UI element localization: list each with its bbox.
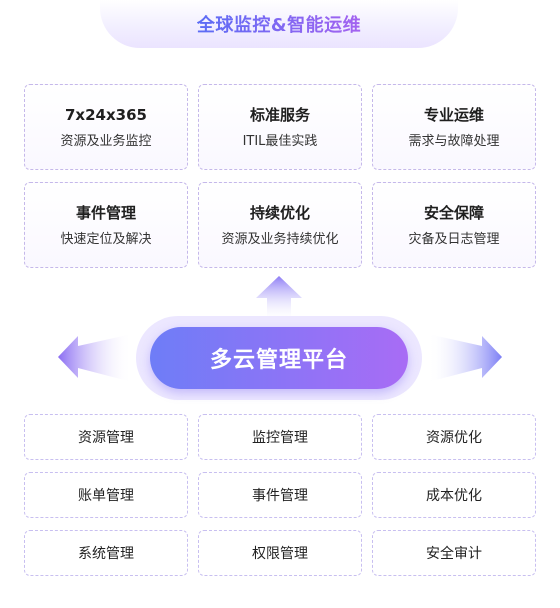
service-card-7x24: 7x24x365 资源及业务监控 [24,84,188,170]
module-label: 事件管理 [252,488,308,504]
service-desc: ITIL最佳实践 [242,133,318,149]
service-card-security: 安全保障 灾备及日志管理 [372,182,536,268]
service-title: 安全保障 [423,203,484,222]
module-system: 系统管理 [24,530,188,576]
service-card-standard: 标准服务 ITIL最佳实践 [198,84,362,170]
module-audit: 安全审计 [372,530,536,576]
service-card-optimize: 持续优化 资源及业务持续优化 [198,182,362,268]
service-desc: 快速定位及解决 [60,231,152,247]
service-title: 事件管理 [75,203,136,222]
module-label: 资源管理 [78,430,134,446]
service-desc: 资源及业务监控 [60,133,152,149]
service-desc: 需求与故障处理 [408,133,500,149]
service-title: 持续优化 [249,203,310,222]
arrow-right-icon [428,334,502,382]
service-card-ops: 专业运维 需求与故障处理 [372,84,536,170]
arrow-left-icon [58,334,132,382]
module-permission: 权限管理 [198,530,362,576]
arrow-up-icon [256,276,302,322]
module-resource: 资源管理 [24,414,188,460]
service-desc: 灾备及日志管理 [408,231,500,247]
module-label: 成本优化 [426,488,482,504]
module-label: 系统管理 [78,546,134,562]
module-label: 安全审计 [426,546,482,562]
header-banner: 全球监控&智能运维 [100,0,458,48]
service-title: 专业运维 [423,105,484,124]
module-billing: 账单管理 [24,472,188,518]
module-label: 账单管理 [78,488,134,504]
platform-badge: 多云管理平台 [150,327,408,389]
module-cost-optimize: 成本优化 [372,472,536,518]
service-title: 7x24x365 [65,105,147,124]
module-label: 权限管理 [252,546,308,562]
module-resource-optimize: 资源优化 [372,414,536,460]
module-incident: 事件管理 [198,472,362,518]
service-card-incident: 事件管理 快速定位及解决 [24,182,188,268]
service-desc: 资源及业务持续优化 [221,231,339,247]
platform-label: 多云管理平台 [209,348,348,373]
module-label: 资源优化 [426,430,482,446]
service-title: 标准服务 [249,105,310,124]
module-label: 监控管理 [252,430,308,446]
module-monitor: 监控管理 [198,414,362,460]
header-title: 全球监控&智能运维 [197,11,361,37]
